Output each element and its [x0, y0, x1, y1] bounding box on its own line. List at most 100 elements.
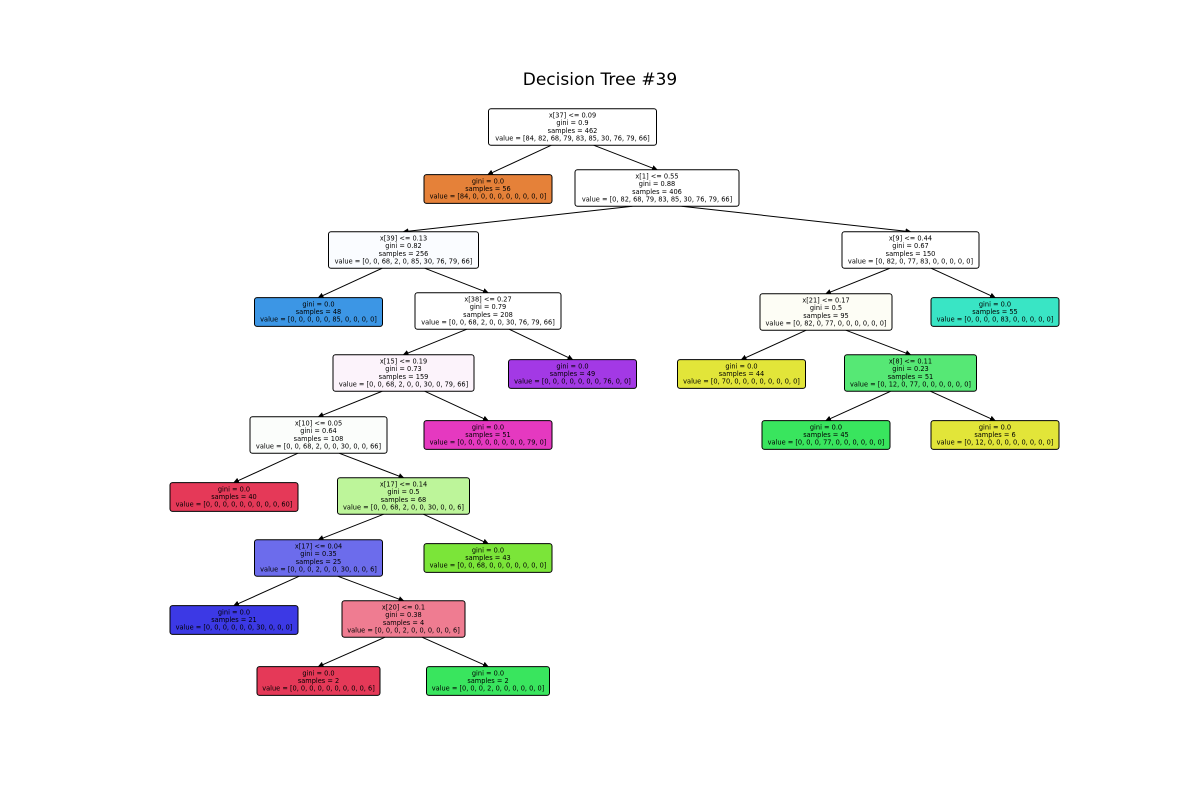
tree-edge-n6-n10 [508, 328, 574, 361]
tree-node-line: samples = 108 [294, 435, 344, 443]
tree-node-line: gini = 0.0 [218, 608, 250, 616]
tree-node-line: gini = 0.0 [725, 362, 757, 370]
tree-node-line: samples = 49 [550, 370, 596, 378]
tree-node-line: gini = 0.67 [892, 242, 928, 250]
tree-node-box [337, 477, 470, 515]
tree-node-line: value = [0, 0, 68, 2, 0, 0, 30, 0, 79, 6… [339, 380, 468, 388]
tree-node-line: value = [84, 82, 68, 79, 83, 85, 30, 76,… [495, 134, 650, 142]
tree-node-line: samples = 56 [465, 185, 511, 193]
tree-node-line: gini = 0.0 [556, 362, 588, 370]
tree-node-box [328, 231, 479, 269]
tree-node-line: gini = 0.0 [472, 423, 504, 431]
tree-node-line: samples = 43 [465, 554, 511, 562]
tree-edge-n9-n14 [424, 390, 489, 422]
tree-edge-n9-n13 [317, 390, 383, 418]
tree-node-line: x[17] <= 0.14 [380, 481, 427, 489]
tree-node-line: x[9] <= 0.44 [889, 235, 932, 243]
tree-node-line: samples = 2 [467, 677, 508, 685]
tree-node-line: gini = 0.0 [979, 300, 1011, 308]
tree-node-line: gini = 0.5 [387, 488, 419, 496]
tree-node-line: gini = 0.88 [639, 180, 675, 188]
tree-node-line: samples = 44 [719, 370, 765, 378]
tree-node-line: samples = 68 [381, 496, 427, 504]
tree-node-line: value = [0, 0, 0, 0, 0, 0, 0, 0, 79, 0] [430, 439, 547, 447]
tree-node-line: gini = 0.9 [556, 119, 588, 127]
tree-node-line: x[10] <= 0.05 [295, 420, 342, 428]
tree-node-line: x[1] <= 0.55 [635, 173, 678, 181]
tree-node-line: gini = 0.73 [385, 365, 421, 373]
tree-node-box [508, 359, 637, 389]
tree-node-line: value = [0, 70, 0, 0, 0, 0, 0, 0, 0, 0] [683, 378, 800, 386]
tree-node-line: samples = 6 [974, 431, 1015, 439]
tree-node-box [677, 359, 806, 389]
tree-node-line: samples = 159 [379, 373, 429, 381]
page-title: Decision Tree #39 [522, 70, 678, 90]
tree-edge-n7-n12 [845, 329, 912, 356]
tree-node-line: value = [0, 0, 0, 0, 0, 85, 0, 0, 0, 0] [260, 316, 377, 324]
tree-node-box [414, 292, 562, 330]
tree-edge-n12-n15 [825, 390, 891, 422]
tree-node-line: x[15] <= 0.19 [380, 358, 427, 366]
tree-edge-n22-n24 [421, 636, 489, 668]
tree-edge-n2-n4 [681, 205, 912, 235]
tree-node-line: value = [0, 0, 0, 0, 0, 0, 30, 0, 0, 0] [176, 624, 293, 632]
tree-node-line: value = [0, 82, 0, 77, 83, 0, 0, 0, 0, 0… [848, 257, 973, 265]
tree-edge-n0-n1 [487, 144, 552, 176]
tree-node-line: x[38] <= 0.27 [464, 296, 511, 304]
tree-node-box [761, 420, 891, 450]
tree-node-line: value = [0, 0, 68, 2, 0, 0, 30, 0, 0, 6] [343, 503, 464, 511]
tree-node-box [169, 482, 299, 512]
tree-node-line: gini = 0.5 [810, 304, 842, 312]
tree-node-line: samples = 2 [298, 677, 339, 685]
tree-edge-n22-n23 [317, 636, 386, 668]
tree-edge-n7-n11 [740, 329, 807, 361]
tree-node-line: gini = 0.38 [385, 611, 421, 619]
tree-node-line: value = [0, 12, 0, 0, 0, 0, 0, 0, 0, 0] [937, 439, 1054, 447]
tree-edge-n18-n20 [423, 513, 489, 545]
tree-node-line: value = [0, 0, 0, 2, 0, 0, 0, 0, 0, 0] [432, 685, 545, 693]
tree-node-line: x[17] <= 0.04 [295, 543, 342, 551]
tree-node-line: x[39] <= 0.13 [380, 235, 427, 243]
tree-node-line: samples = 208 [463, 311, 513, 319]
tree-edge-n3-n5 [317, 267, 383, 299]
tree-node-line: gini = 0.0 [302, 300, 334, 308]
tree-node-line: gini = 0.79 [470, 303, 506, 311]
tree-node-line: value = [0, 0, 0, 0, 0, 0, 0, 0, 0, 60] [176, 501, 293, 509]
tree-edge-n0-n2 [593, 144, 658, 171]
tree-node-line: value = [0, 0, 0, 2, 0, 0, 0, 0, 0, 6] [347, 626, 460, 634]
tree-edge-n6-n9 [402, 328, 468, 356]
tree-edge-n13-n17 [233, 452, 299, 484]
tree-node-line: samples = 21 [211, 616, 257, 624]
tree-node-box [423, 543, 553, 573]
tree-node-box [254, 297, 383, 327]
tree-node-line: gini = 0.0 [472, 669, 504, 677]
tree-node-line: value = [0, 12, 0, 77, 0, 0, 0, 0, 0, 0] [850, 380, 971, 388]
tree-node-box [488, 108, 657, 146]
tree-node-line: gini = 0.82 [385, 242, 421, 250]
tree-node-line: x[20] <= 0.1 [382, 604, 425, 612]
tree-edge-n4-n7 [825, 267, 891, 295]
tree-node-box [930, 420, 1060, 450]
tree-edge-n2-n3 [402, 205, 633, 235]
tree-node-box [759, 293, 893, 331]
tree-node-line: samples = 55 [972, 308, 1018, 316]
tree-node-line: samples = 45 [803, 431, 849, 439]
tree-node-box [332, 354, 475, 392]
tree-node-line: gini = 0.0 [810, 423, 842, 431]
tree-node-line: value = [0, 0, 68, 2, 0, 0, 30, 76, 79, … [421, 318, 555, 326]
tree-node-line: value = [0, 0, 0, 0, 0, 0, 0, 76, 0, 0] [514, 378, 631, 386]
tree-node-line: samples = 150 [886, 250, 936, 258]
